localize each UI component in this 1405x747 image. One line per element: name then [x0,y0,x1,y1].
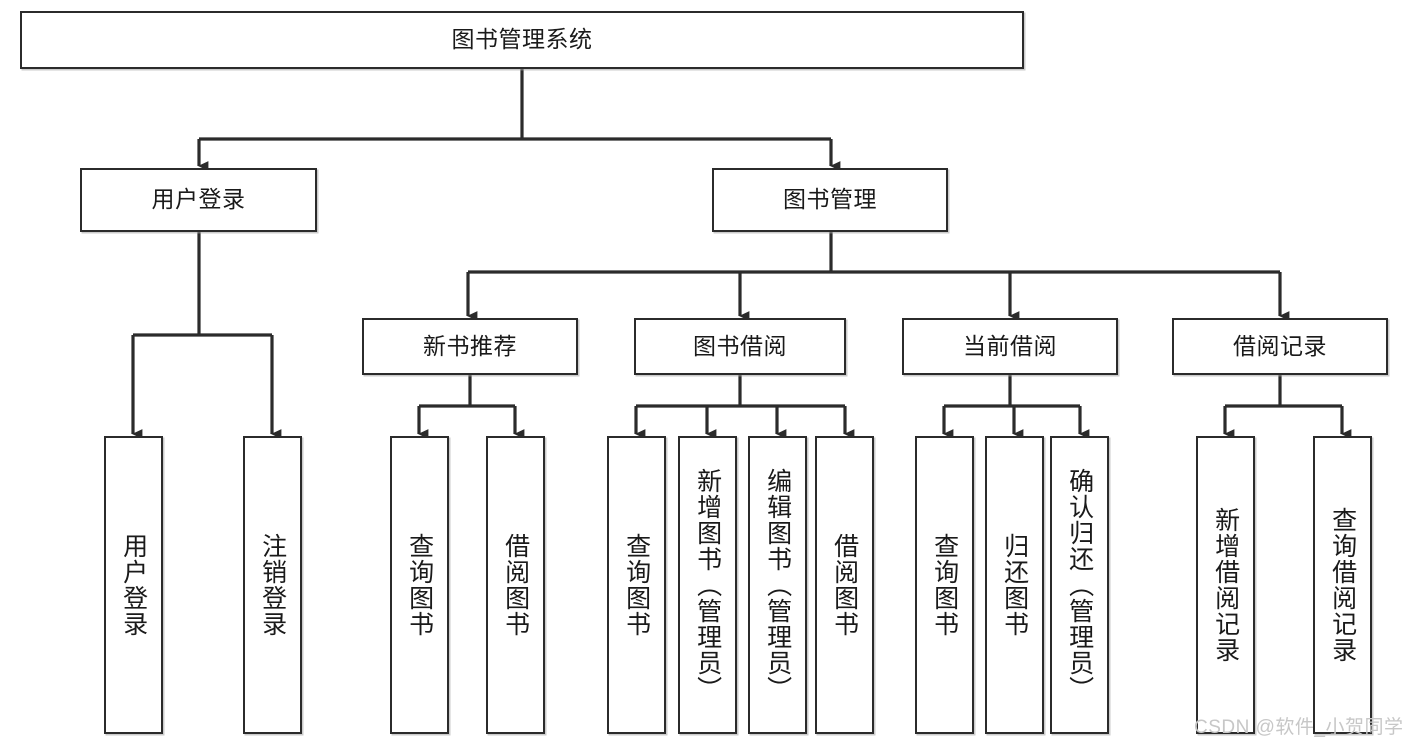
node-current-borrow-label: 当前借阅 [963,332,1057,359]
node-leaf-edit-book-admin-label: 编辑图书（管理员） [763,468,792,702]
node-leaf-query-book-bb[interactable]: 查询图书 [607,436,666,734]
node-book-borrow[interactable]: 图书借阅 [634,318,846,375]
node-book-borrow-label: 图书借阅 [693,332,787,359]
node-leaf-query-book-cb-label: 查询图书 [930,533,959,637]
node-leaf-add-borrow-record-label: 新增借阅记录 [1211,507,1240,663]
node-leaf-borrow-book-rec[interactable]: 借阅图书 [486,436,545,734]
node-leaf-user-logout-label: 注销登录 [258,533,287,637]
node-user-login[interactable]: 用户登录 [80,168,317,232]
node-root-label: 图书管理系统 [451,26,593,53]
node-borrow-record-label: 借阅记录 [1233,332,1327,359]
node-leaf-query-book-cb[interactable]: 查询图书 [915,436,974,734]
node-leaf-add-book-admin[interactable]: 新增图书（管理员） [678,436,737,734]
node-book-manage[interactable]: 图书管理 [712,168,948,232]
node-leaf-query-book-rec[interactable]: 查询图书 [390,436,449,734]
node-leaf-query-book-bb-label: 查询图书 [622,533,651,637]
node-root[interactable]: 图书管理系统 [20,11,1024,69]
node-new-book-recommend-label: 新书推荐 [423,332,517,359]
node-leaf-add-borrow-record[interactable]: 新增借阅记录 [1196,436,1255,734]
node-user-login-label: 用户登录 [151,186,246,213]
node-leaf-borrow-book-rec-label: 借阅图书 [501,533,530,637]
node-leaf-user-login-label: 用户登录 [119,533,148,637]
node-leaf-borrow-book-bb-label: 借阅图书 [830,533,859,637]
watermark-text: CSDN @软件_小贺同学 [1194,717,1404,738]
node-leaf-query-borrow-record-label: 查询借阅记录 [1328,507,1357,663]
node-leaf-user-login[interactable]: 用户登录 [104,436,163,734]
node-leaf-return-book-label: 归还图书 [1000,533,1029,637]
node-leaf-edit-book-admin[interactable]: 编辑图书（管理员） [748,436,807,734]
node-leaf-return-book[interactable]: 归还图书 [985,436,1044,734]
node-current-borrow[interactable]: 当前借阅 [902,318,1118,375]
node-leaf-confirm-return-admin[interactable]: 确认归还（管理员） [1050,436,1109,734]
node-leaf-add-book-admin-label: 新增图书（管理员） [693,468,722,702]
node-leaf-confirm-return-admin-label: 确认归还（管理员） [1065,468,1094,702]
node-borrow-record[interactable]: 借阅记录 [1172,318,1388,375]
node-leaf-query-borrow-record[interactable]: 查询借阅记录 [1313,436,1372,734]
node-new-book-recommend[interactable]: 新书推荐 [362,318,578,375]
node-book-manage-label: 图书管理 [783,186,877,213]
node-leaf-query-book-rec-label: 查询图书 [405,533,434,637]
node-leaf-user-logout[interactable]: 注销登录 [243,436,302,734]
node-leaf-borrow-book-bb[interactable]: 借阅图书 [815,436,874,734]
